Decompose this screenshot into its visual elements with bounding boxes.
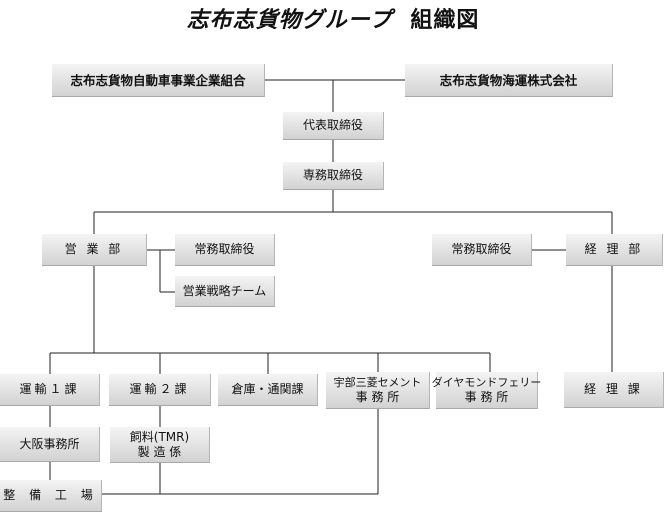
box-ube-office: 宇部三菱セメント 事 務 所 (326, 372, 430, 409)
box-sales-dept: 営 業 部 (42, 234, 147, 266)
box-accounting-dept: 経 理 部 (566, 234, 663, 266)
box-transport-1: 運輸１課 (0, 374, 100, 406)
box-shipping: 志布志貨物海運株式会社 (405, 64, 613, 97)
box-union: 志布志貨物自動車事業企業組合 (52, 64, 265, 97)
page-title: 志布志貨物グループ組織図 (0, 2, 666, 34)
box-sales-strategy-team: 営業戦略チーム (175, 276, 275, 307)
box-maintenance-plant: 整 備 工 場 (0, 480, 102, 512)
title-main: 志布志貨物グループ (186, 8, 393, 33)
box-accounting-managing-director: 常務取締役 (432, 234, 532, 266)
title-sub: 組織図 (410, 8, 480, 33)
box-feed-production: 飼料(TMR) 製 造 係 (110, 427, 210, 463)
box-diamond-office: ダイヤモンドフェリー 事 務 所 (432, 372, 541, 409)
box-transport-2: 運輸２課 (109, 374, 211, 406)
box-osaka-office: 大阪事務所 (0, 427, 100, 462)
box-sales-managing-director: 常務取締役 (175, 234, 275, 266)
box-accounting-section: 経 理 課 (564, 372, 664, 408)
box-warehouse: 倉庫・通関課 (218, 374, 318, 406)
box-senior-director: 専務取締役 (283, 162, 384, 190)
box-president: 代表取締役 (283, 112, 384, 140)
